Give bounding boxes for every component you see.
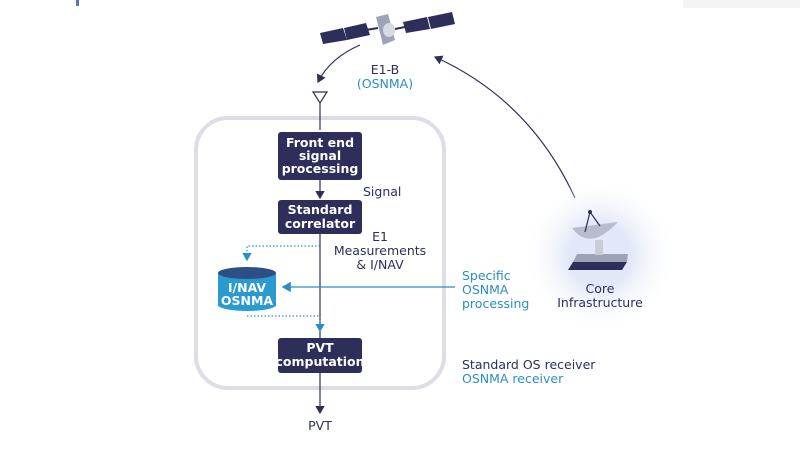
top-right-bar <box>683 0 800 8</box>
osnma-signal-label: (OSNMA) <box>357 76 413 91</box>
svg-text:processing: processing <box>282 161 359 176</box>
svg-text:I/NAV: I/NAV <box>228 280 267 295</box>
dish-antenna-icon <box>568 210 628 270</box>
correlator-box: Standard correlator <box>278 200 362 234</box>
uplink-arrow <box>433 55 576 199</box>
legend-osnma: OSNMA receiver <box>462 371 564 386</box>
signal-label: Signal <box>363 184 401 199</box>
svg-text:processing: processing <box>462 296 529 311</box>
specific-osnma-label: Specific OSNMA processing <box>462 268 529 311</box>
core-label-1: Core <box>586 281 615 296</box>
svg-text:Standard: Standard <box>288 202 353 217</box>
dotted-to-pvt <box>247 315 325 333</box>
svg-text:correlator: correlator <box>285 216 356 231</box>
measurements-label: E1 Measurements & I/NAV <box>334 229 426 272</box>
satellite-icon <box>320 12 455 45</box>
corner-mark <box>76 0 79 6</box>
downlink-arrow <box>316 44 361 84</box>
svg-text:Front end: Front end <box>286 135 354 150</box>
svg-text:Specific: Specific <box>462 268 511 283</box>
front-end-box: Front end signal processing <box>278 132 362 180</box>
svg-text:E1: E1 <box>372 229 388 244</box>
svg-text:& I/NAV: & I/NAV <box>356 257 404 272</box>
antenna-icon <box>311 91 329 105</box>
svg-text:computation: computation <box>275 354 364 369</box>
core-label-2: Infrastructure <box>557 295 643 310</box>
svg-text:OSNMA: OSNMA <box>462 282 509 297</box>
pvt-computation-box: PVT computation <box>275 338 365 373</box>
legend-standard: Standard OS receiver <box>462 357 596 372</box>
svg-text:signal: signal <box>299 148 341 163</box>
database-icon: I/NAV OSNMA <box>218 267 276 311</box>
dotted-to-database <box>242 245 320 262</box>
svg-text:Measurements: Measurements <box>334 243 426 258</box>
svg-text:PVT: PVT <box>306 340 334 355</box>
svg-text:OSNMA: OSNMA <box>221 293 274 308</box>
e1b-label: E1-B <box>371 62 400 77</box>
pvt-output-label: PVT <box>308 418 332 433</box>
